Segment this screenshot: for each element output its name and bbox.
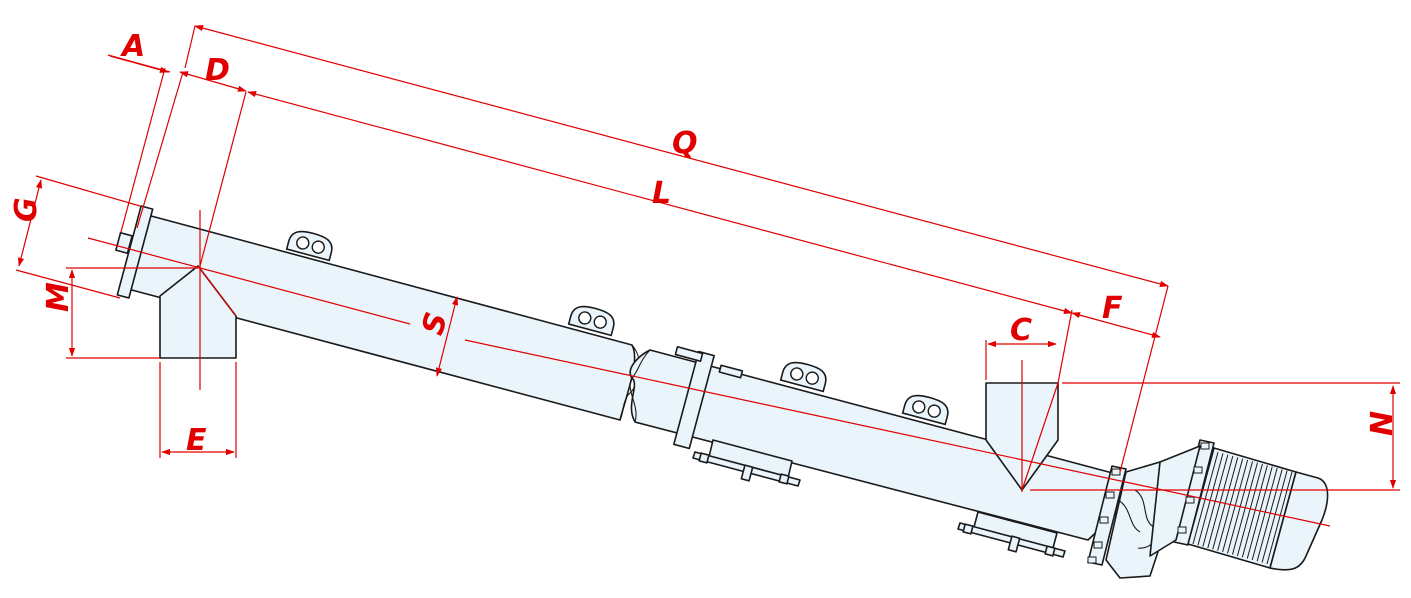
middle-flange-tab-mid <box>718 364 744 379</box>
middle-flange-tab-top <box>674 345 704 363</box>
motor-fin <box>1261 470 1288 563</box>
label-N: N <box>1365 411 1400 436</box>
support-foot-2 <box>957 511 1066 558</box>
label-E: E <box>186 423 207 458</box>
lifting-lug-icon <box>901 394 949 426</box>
lifting-lug-icon <box>779 361 827 393</box>
motor-fin <box>1246 466 1273 559</box>
label-C: C <box>1010 313 1032 348</box>
motor-fin <box>1266 471 1293 565</box>
label-M: M <box>41 282 76 312</box>
support-foot-1 <box>692 439 801 487</box>
label-L: L <box>652 176 671 211</box>
bolt-icon <box>1185 496 1195 504</box>
motor-fin <box>1236 463 1263 557</box>
label-D: D <box>205 53 230 88</box>
bolt-icon <box>1111 468 1121 476</box>
motor-fin <box>1202 454 1229 547</box>
bolt-icon <box>1099 516 1109 524</box>
inlet-end-flange <box>116 205 154 299</box>
gear-motor-icon <box>1087 439 1329 579</box>
motor-fin <box>1231 462 1258 555</box>
bolt-icon <box>1087 556 1097 564</box>
middle-flange <box>673 350 715 450</box>
label-Q: Q <box>672 126 698 161</box>
break-line-right <box>629 349 651 423</box>
dimension-labels: A D Q L G M S E C F N <box>9 29 1400 458</box>
bolt-icon <box>1093 541 1103 549</box>
motor-fin <box>1256 469 1283 562</box>
bolt-icon <box>1105 491 1115 499</box>
dimension-lines <box>15 25 1400 491</box>
motor-fin <box>1241 465 1268 558</box>
label-A: A <box>120 29 145 64</box>
motor-fin <box>1251 467 1278 561</box>
label-G: G <box>9 197 44 222</box>
bolt-icon <box>1193 466 1203 474</box>
motor-fin <box>1197 453 1224 546</box>
bolt-icon <box>1177 526 1187 534</box>
motor-fin <box>1192 451 1219 545</box>
bolt-icon <box>1200 442 1210 450</box>
motor-fin <box>1227 461 1254 554</box>
label-F: F <box>1102 291 1123 326</box>
inlet-hopper <box>159 265 237 359</box>
